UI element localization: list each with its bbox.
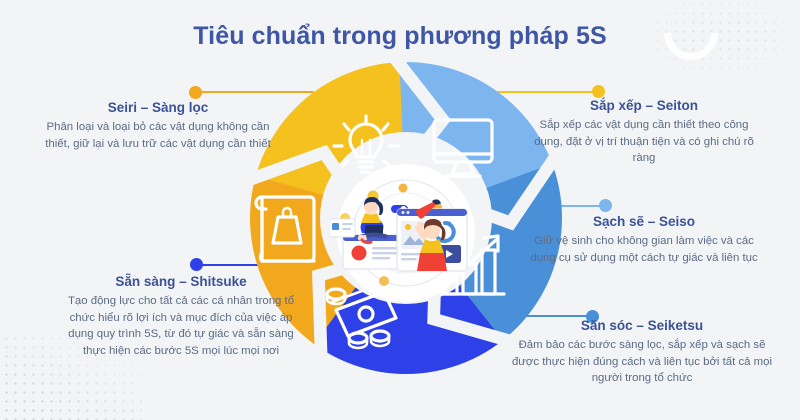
page-title: Tiêu chuẩn trong phương pháp 5S — [193, 22, 607, 50]
block-seiton: Sắp xếp – Seiton Sắp xếp các vật dụng cầ… — [524, 98, 764, 167]
block-body-shitsuke: Tạo động lực cho tất cả các cá nhân tron… — [67, 295, 295, 357]
browser-window — [342, 234, 404, 270]
block-body-seiketsu: Đảm bảo các bước sàng lọc, sắp xếp và sạ… — [511, 339, 773, 384]
connector-dot-seiton — [592, 85, 605, 98]
block-body-seiton: Sắp xếp các vật dụng cần thiết theo công… — [534, 119, 754, 164]
digital-marketing-illustration — [329, 164, 475, 302]
block-body-seiso: Giữ vệ sinh cho không gian làm việc và c… — [530, 235, 758, 264]
block-heading-shitsuke: Sẵn sàng – Shitsuke — [115, 274, 247, 289]
message-card — [329, 218, 356, 238]
monitor-icon — [432, 118, 494, 178]
lightbulb-icon — [332, 114, 400, 174]
block-seiri: Seiri – Sàng lọc Phân loại và loại bỏ cá… — [44, 100, 272, 152]
connector-dot-seiso — [599, 199, 612, 212]
connector-dot-shitsuke — [190, 258, 203, 271]
block-heading-seiketsu: Săn sóc – Seiketsu — [580, 318, 704, 333]
woman-with-megaphone — [415, 199, 447, 271]
shitsuke-segment[interactable] — [306, 218, 537, 378]
block-heading-seiso: Sạch sẽ – Seiso — [592, 214, 696, 229]
block-heading-seiri: Seiri – Sàng lọc — [107, 100, 209, 115]
block-seiketsu: Săn sóc – Seiketsu Đảm bảo các bước sàng… — [508, 318, 776, 387]
video-player-card — [396, 208, 468, 272]
person-with-laptop — [357, 197, 388, 245]
book-bag-icon — [254, 195, 316, 263]
block-shitsuke: Sẵn sàng – Shitsuke Tạo động lực cho tất… — [62, 274, 300, 359]
block-body-seiri: Phân loại và loại bỏ các vật dụng không … — [45, 121, 271, 150]
block-seiso: Sạch sẽ – Seiso Giữ vệ sinh cho không gi… — [524, 214, 764, 266]
block-heading-seiton: Sắp xếp – Seiton — [589, 98, 699, 113]
connector-dot-seiri — [189, 86, 202, 99]
